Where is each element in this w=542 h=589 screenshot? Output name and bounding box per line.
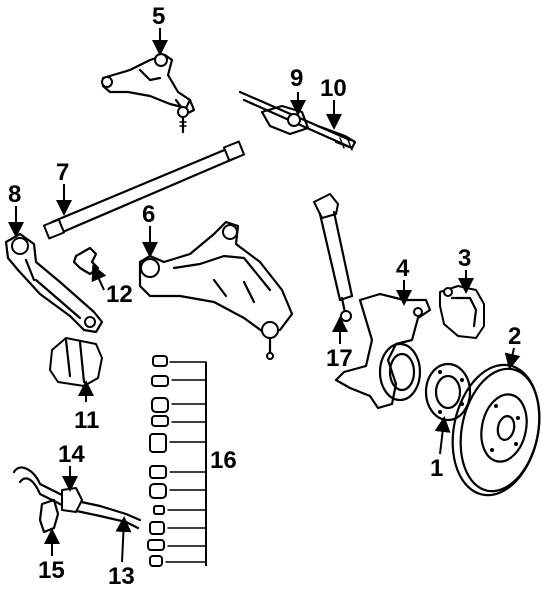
callout-14: 14	[58, 441, 85, 468]
callout-2: 2	[508, 323, 521, 350]
callout-3: 3	[458, 245, 471, 272]
callout-1: 1	[430, 455, 443, 482]
shock-absorber	[313, 193, 354, 322]
strut-rod-bushing	[49, 337, 103, 387]
callout-6: 6	[142, 201, 155, 228]
steering-knuckle	[334, 292, 432, 410]
callout-16: 16	[210, 447, 237, 474]
callout-11: 11	[74, 407, 99, 434]
callout-10: 10	[320, 75, 347, 102]
strut-rod	[42, 140, 246, 240]
callout-17: 17	[326, 345, 353, 372]
wheel-hub	[424, 362, 472, 422]
lower-control-arm	[138, 220, 294, 360]
stabilizer-bar	[12, 466, 142, 530]
brake-rotor	[451, 363, 541, 497]
callout-5: 5	[152, 3, 165, 30]
callout-15: 15	[38, 557, 65, 584]
brake-caliper	[439, 285, 485, 339]
stabilizer-link-kit	[147, 355, 207, 567]
leader-lines	[8, 28, 521, 563]
callout-7: 7	[56, 159, 69, 186]
stabilizer-bar-bracket	[38, 498, 60, 534]
callout-8: 8	[8, 181, 21, 208]
callout-13: 13	[108, 563, 135, 589]
callout-9: 9	[290, 65, 303, 92]
callout-12: 12	[106, 281, 133, 308]
callout-4: 4	[396, 255, 410, 282]
upper-control-arm	[101, 53, 196, 134]
idler-arm	[4, 232, 104, 334]
callout-labels: 5 9 10 7 8 6 12 4 3 2 17 11 16 1 14 15 1…	[8, 3, 521, 589]
upper-arm-shaft-and-bracket	[238, 90, 357, 151]
